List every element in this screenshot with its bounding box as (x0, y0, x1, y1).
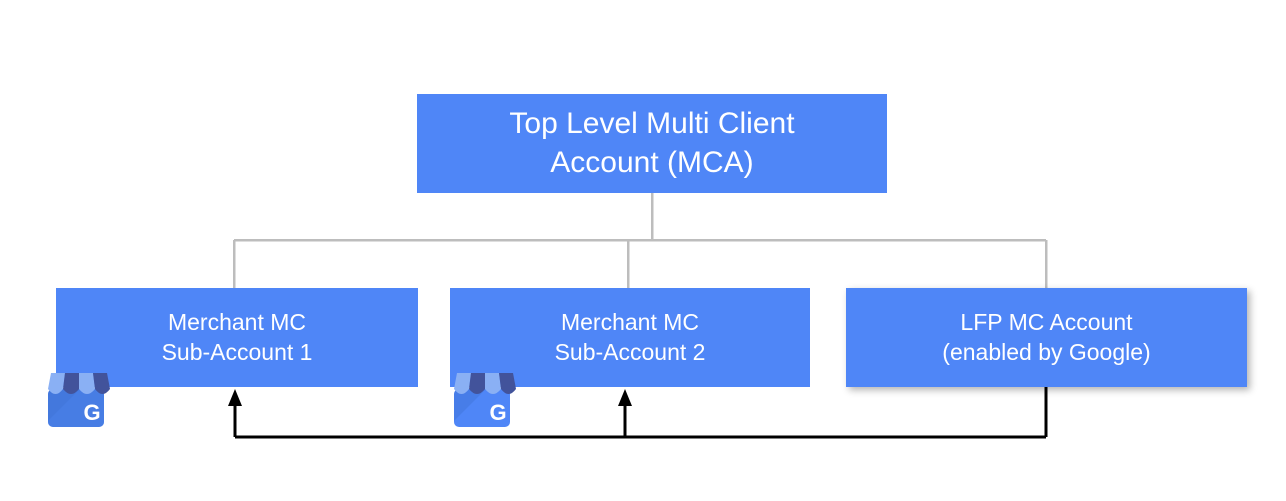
node-merchant-sub-account-2-label: Merchant MC Sub-Account 2 (554, 309, 706, 365)
arrowhead-to-sub2 (618, 389, 632, 406)
node-lfp-mc-account[interactable]: LFP MC Account (enabled by Google) (846, 288, 1247, 387)
node-merchant-sub-account-1-label: Merchant MC Sub-Account 1 (161, 309, 313, 365)
arrowhead-to-sub1 (228, 389, 242, 406)
node-lfp-mc-account-label: LFP MC Account (enabled by Google) (942, 309, 1151, 365)
google-my-business-icon: G (454, 373, 516, 427)
tree-connector-group (232, 193, 1048, 288)
node-merchant-sub-account-2[interactable]: Merchant MC Sub-Account 2 (450, 288, 810, 387)
google-my-business-icon: G (48, 373, 110, 427)
node-top-level-mca-label: Top Level Multi Client Account (MCA) (509, 107, 795, 179)
svg-text:G: G (489, 400, 506, 425)
flow-arrowheads (228, 389, 632, 406)
node-merchant-sub-account-1[interactable]: Merchant MC Sub-Account 1 (56, 288, 418, 387)
flow-arrow-group (233, 387, 1048, 439)
node-top-level-mca[interactable]: Top Level Multi Client Account (MCA) (417, 94, 887, 193)
svg-text:G: G (83, 400, 100, 425)
